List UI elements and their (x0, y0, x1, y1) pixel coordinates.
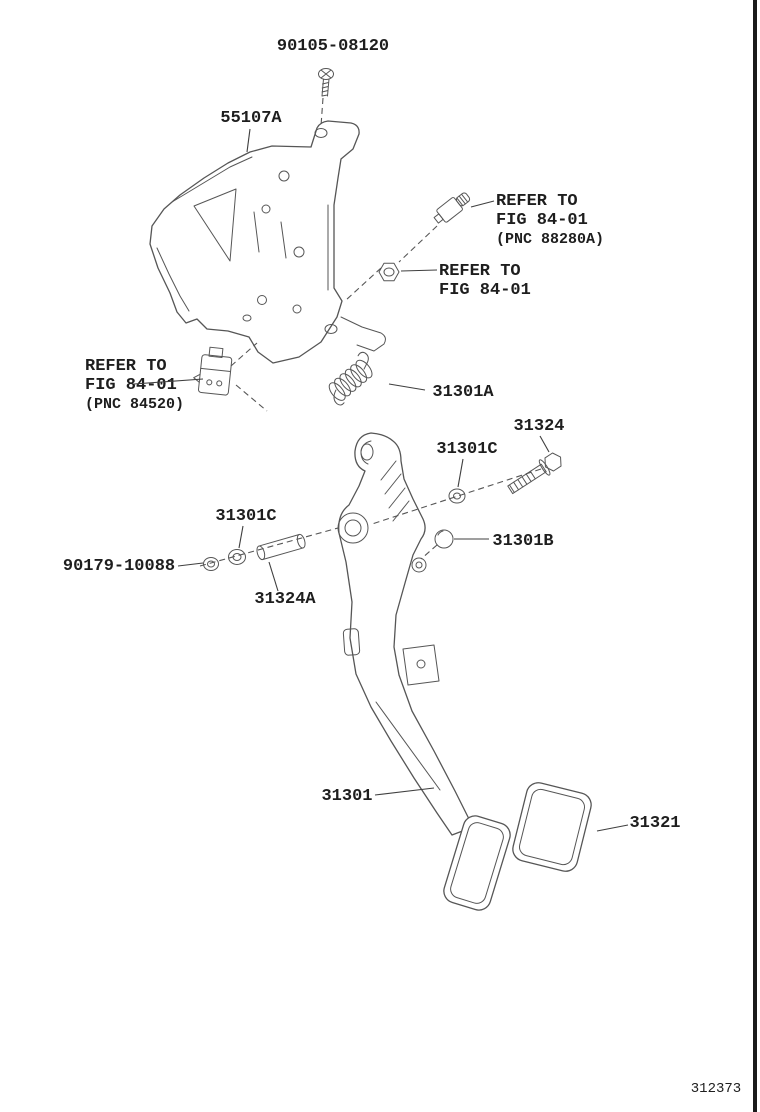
label-refer-right-line1: REFER TO (496, 192, 578, 211)
label-washer-left-part-number: 31301C (215, 507, 276, 526)
diagram-number: 312373 (691, 1081, 741, 1097)
label-refer-mid-line1: REFER TO (439, 262, 521, 281)
label-refer-left-line2: FIG 84-01 (85, 376, 177, 395)
page-border-line (753, 0, 757, 1112)
leader-lines (177, 128, 629, 832)
pivot-bolt-drawing (507, 452, 562, 495)
label-pivot-bolt-part-number: 31324 (513, 417, 564, 436)
lock-nut-drawing (378, 262, 400, 282)
pivot-bushing-drawing (434, 529, 454, 549)
pedal-switch-drawing (193, 346, 233, 396)
pivot-nut-drawing (203, 557, 219, 571)
assembly-lines (199, 225, 542, 567)
label-refer-right-line3: (PNC 88280A) (496, 231, 604, 248)
label-refer-right-line2: FIG 84-01 (496, 211, 588, 230)
label-screw-part-number: 90105-08120 (277, 37, 389, 56)
pivot-collar-drawing (256, 533, 306, 561)
label-pedal-pad-part-number: 31321 (629, 814, 680, 833)
pedal-bracket-drawing (149, 120, 386, 364)
label-washer-right-part-number: 31301C (436, 440, 497, 459)
label-spring-part-number: 31301A (432, 383, 494, 402)
label-pedal-arm-part-number: 31301 (321, 787, 372, 806)
label-collar-part-number: 31324A (254, 590, 316, 609)
clutch-switch-drawing (433, 192, 471, 224)
pedal-foot-drawing (443, 815, 511, 911)
pedal-pad-drawing (512, 782, 592, 872)
mounting-screw-drawing (318, 68, 334, 97)
label-refer-left-line3: (PNC 84520) (85, 396, 184, 413)
label-nut-part-number: 90179-10088 (63, 557, 175, 576)
pivot-washer-right-drawing (448, 488, 466, 504)
label-bracket-part-number: 55107A (220, 109, 282, 128)
leader-refer-left (133, 378, 204, 385)
return-spring-drawing (328, 351, 373, 406)
clutch-pedal-arm-drawing (337, 432, 474, 836)
assembly-line-screw (320, 97, 324, 127)
label-refer-left-line1: REFER TO (85, 357, 167, 376)
label-bushing-part-number: 31301B (492, 532, 553, 551)
label-refer-mid-line2: FIG 84-01 (439, 281, 531, 300)
